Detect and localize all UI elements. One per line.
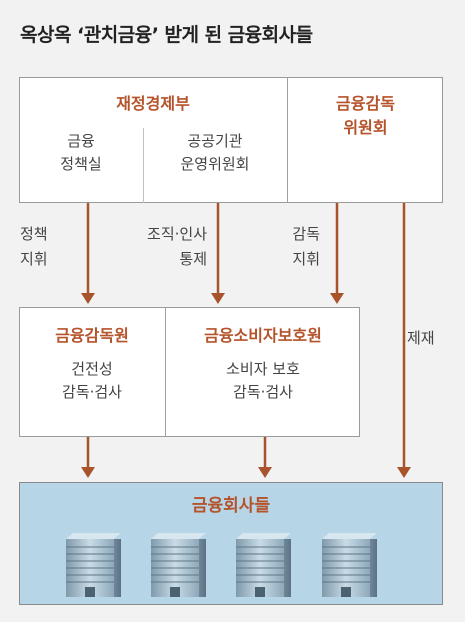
arrow-sanction [397,203,411,478]
office-building-icon [322,533,377,597]
arrow-supervision [330,203,344,304]
page-title: 옥상옥 ‘관치금융’ 받게 된 금융회사들 [20,24,313,46]
fcpa-roles: 소비자 보호 감독·검사 [226,360,300,401]
office-building-icon [236,533,291,597]
top-vertical-divider [287,77,288,203]
org-personnel-label: 조직·인사 통제 [147,225,207,268]
public-org-committee-label: 공공기관 운영위원회 [180,132,250,173]
arrow-fcpa-to-companies [258,437,272,478]
fss-heading: 금융감독원 [55,326,129,345]
ministry-heading: 재정경제부 [116,94,190,113]
fsc-heading: 금융감독 위원회 [336,94,395,137]
finance-policy-office-label: 금융 정책실 [60,132,102,173]
arrow-org-personnel [211,203,225,304]
middle-vertical-divider [165,307,166,437]
middle-agencies-box [19,307,360,437]
top-authorities-box [19,77,443,203]
sanction-label: 제재 [407,329,435,347]
office-building-icon [66,533,121,597]
arrow-fss-to-companies [81,437,95,478]
companies-heading: 금융회사들 [191,496,271,516]
fcpa-heading: 금융소비자보호원 [204,326,322,345]
fss-roles: 건전성 감독·검사 [62,360,122,401]
supervision-label: 감독 지휘 [292,225,320,268]
office-building-icon [151,533,206,597]
arrow-policy-direction [81,203,95,304]
policy-direction-label: 정책 지휘 [20,225,48,268]
top-inner-divider [143,128,144,203]
